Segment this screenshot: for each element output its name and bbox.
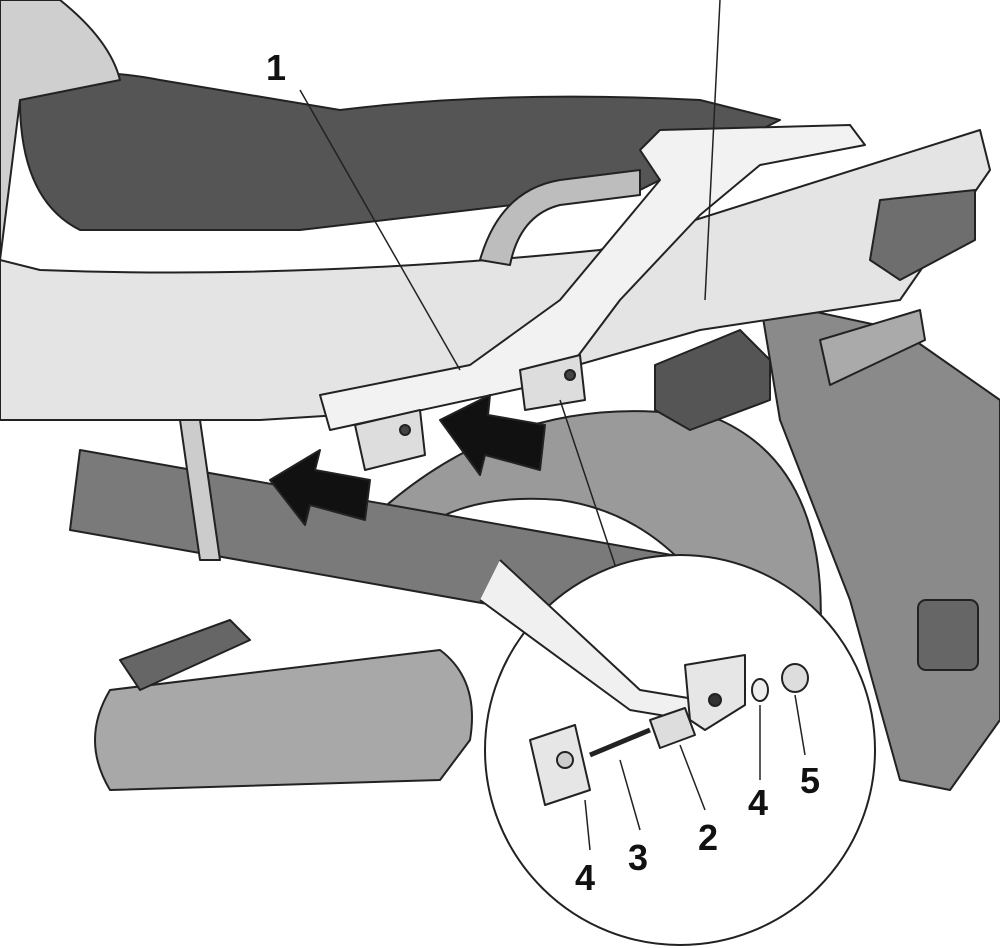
callout-4-left: 4 [575, 857, 595, 898]
callout-3: 3 [628, 837, 648, 878]
passenger-peg-bracket [179, 419, 221, 561]
callout-4-right: 4 [748, 782, 768, 823]
plate-bracket [819, 309, 926, 386]
grab-handle [479, 169, 641, 266]
callout-1: 1 [266, 47, 286, 88]
inset-spacer [649, 707, 696, 749]
tail-light [869, 189, 976, 281]
exhaust [94, 649, 473, 791]
insert-arrow-front [269, 449, 371, 526]
fairing [0, 0, 121, 261]
callout-2: 2 [698, 817, 718, 858]
tail-body [0, 129, 991, 421]
insert-arrow-rear [439, 394, 546, 476]
inset-nut [781, 663, 809, 693]
reflector [917, 599, 979, 671]
inset-plate [684, 654, 746, 731]
inset-bolt [589, 727, 651, 758]
callout-5: 5 [800, 760, 820, 801]
footpeg [119, 619, 251, 691]
inset-washer [751, 678, 769, 702]
indicator [654, 329, 771, 431]
rack-mount-rear [519, 354, 586, 411]
